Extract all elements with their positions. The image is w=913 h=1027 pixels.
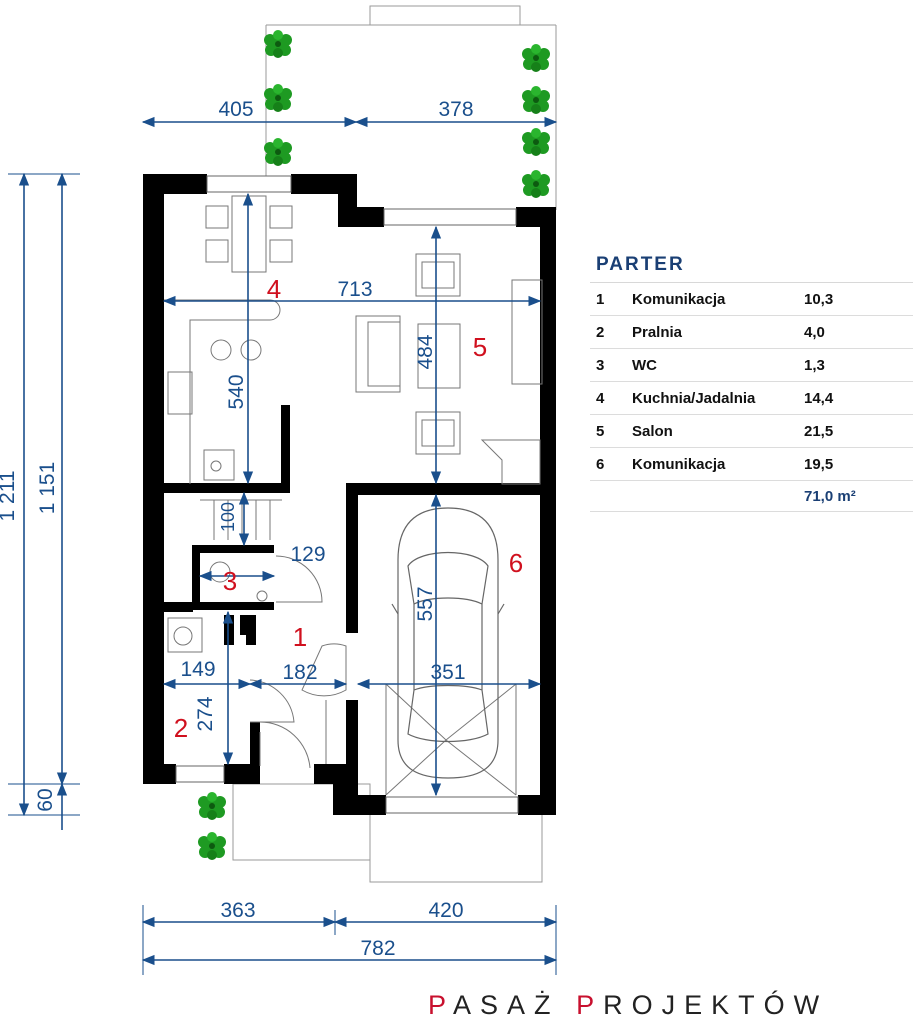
- room-name: Komunikacja: [632, 455, 726, 473]
- car-icon: [391, 507, 505, 779]
- brand-logo: PASAŻ PROJEKTÓW: [428, 990, 828, 1021]
- table-title: PARTER: [590, 250, 913, 283]
- room-area-table: PARTER 1 Komunikacja 10,3 2 Pralnia 4,0 …: [590, 250, 913, 512]
- table-row: 6 Komunikacja 19,5: [590, 448, 913, 481]
- brand-initial-1: P: [428, 990, 454, 1020]
- dim-100: 100: [218, 502, 238, 532]
- dim-1151: 1 151: [36, 462, 59, 515]
- room-number-4: 4: [267, 274, 281, 304]
- dim-129: 129: [290, 543, 325, 566]
- room-num: 6: [596, 455, 605, 473]
- room-num: 1: [596, 290, 605, 308]
- room-number-5: 5: [473, 332, 487, 362]
- dim-782: 782: [360, 937, 395, 960]
- table-row: 3 WC 1,3: [590, 349, 913, 382]
- room-name: Salon: [632, 422, 673, 440]
- room-num: 2: [596, 323, 605, 341]
- room-num: 4: [596, 389, 605, 407]
- brand-word-2: ROJEKTÓW: [603, 990, 829, 1020]
- table-row: 4 Kuchnia/Jadalnia 14,4: [590, 382, 913, 415]
- room-name: Kuchnia/Jadalnia: [632, 389, 756, 407]
- dim-540: 540: [225, 374, 248, 409]
- room-name: WC: [632, 356, 657, 374]
- dim-713: 713: [337, 278, 372, 301]
- room-numbers: 1 2 3 4 5 6: [174, 274, 523, 743]
- room-number-1: 1: [293, 622, 307, 652]
- room-area: 14,4: [804, 389, 834, 407]
- dim-363: 363: [220, 899, 255, 922]
- total-area-value: 71,0 m²: [804, 487, 856, 505]
- dim-149: 149: [180, 658, 215, 681]
- dim-420: 420: [428, 899, 463, 922]
- room-num: 3: [596, 356, 605, 374]
- walls: [143, 174, 556, 815]
- room-area: 19,5: [804, 455, 834, 473]
- room-area: 4,0: [804, 323, 825, 341]
- dim-1211: 1 211: [0, 471, 19, 522]
- room-name: Pralnia: [632, 323, 683, 341]
- total-area: 71,0 m²: [590, 481, 913, 512]
- room-number-6: 6: [509, 548, 523, 578]
- table-row: 1 Komunikacja 10,3: [590, 283, 913, 316]
- dim-405: 405: [218, 98, 253, 121]
- room-area: 10,3: [804, 290, 834, 308]
- dim-60: 60: [34, 788, 57, 811]
- table-row: 2 Pralnia 4,0: [590, 316, 913, 349]
- dim-557: 557: [414, 586, 437, 621]
- room-name: Komunikacja: [632, 290, 726, 308]
- dimension-labels: 405 378 713 540 484 100 129 557 149 182 …: [0, 98, 474, 960]
- dim-182: 182: [282, 661, 317, 684]
- room-number-3: 3: [223, 566, 237, 596]
- dimension-extension-lines: [8, 173, 557, 975]
- dim-351: 351: [430, 661, 465, 684]
- brand-initial-2: P: [576, 990, 604, 1020]
- room-num: 5: [596, 422, 605, 440]
- room-area: 1,3: [804, 356, 825, 374]
- windows: [175, 175, 519, 814]
- room-number-2: 2: [174, 713, 188, 743]
- dimension-lines: [18, 116, 558, 966]
- dim-378: 378: [438, 98, 473, 121]
- brand-word-1: ASAŻ: [453, 990, 560, 1020]
- dim-274: 274: [194, 696, 217, 731]
- room-area: 21,5: [804, 422, 834, 440]
- dim-484: 484: [414, 334, 437, 369]
- table-row: 5 Salon 21,5: [590, 415, 913, 448]
